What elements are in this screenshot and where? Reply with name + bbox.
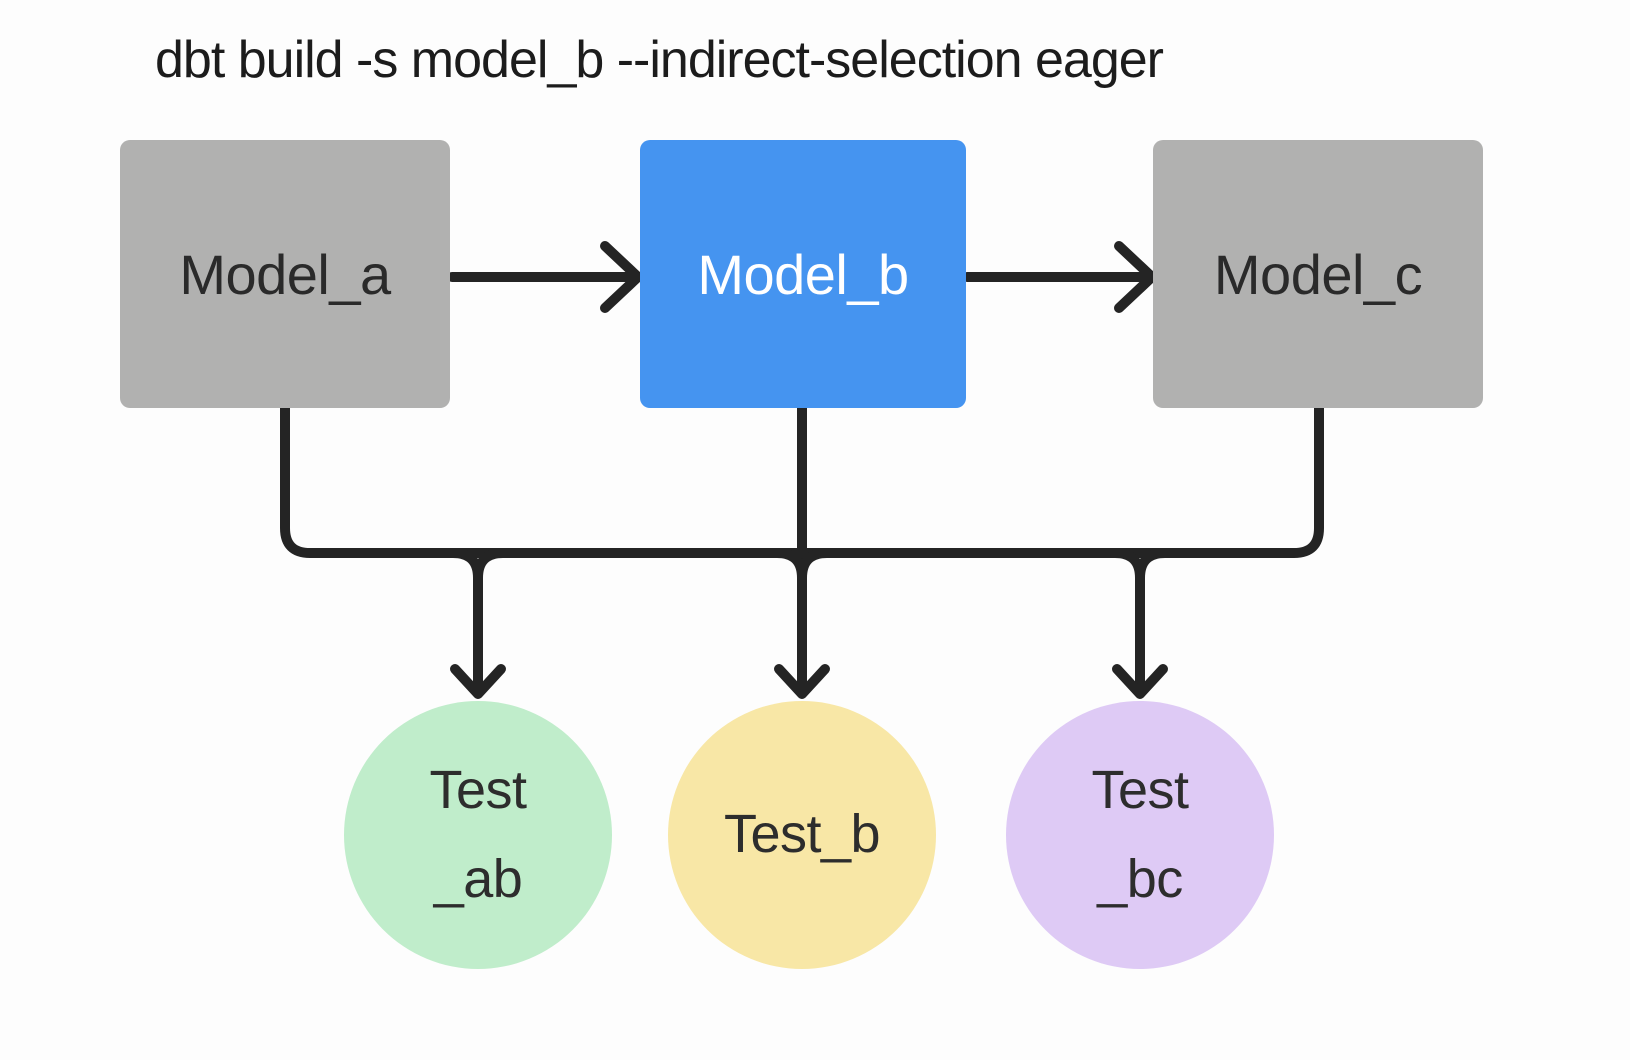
arrowhead-test-ab [450, 664, 506, 699]
connector-drop-test-ab [448, 548, 508, 695]
test-b-node: Test_b [668, 701, 936, 969]
model-c-node: Model_c [1153, 140, 1483, 408]
test-bc-node: Test _bc [1006, 701, 1274, 969]
diagram-title: dbt build -s model_b --indirect-selectio… [155, 31, 1164, 89]
connector-bus [280, 403, 1324, 558]
arrowhead-test-b [774, 664, 830, 699]
test-bc-label: Test _bc [1091, 759, 1189, 909]
arrowhead-test-bc [1112, 664, 1168, 699]
model-a-node: Model_a [120, 140, 450, 408]
model-a-label: Model_a [179, 242, 391, 306]
test-b-label: Test_b [723, 804, 881, 865]
test-ab-node: Test _ab [344, 701, 612, 969]
arrow-model-b-to-model-c [962, 241, 1157, 313]
connector-fillet-model-b [772, 548, 832, 583]
test-ab-label: Test _ab [429, 759, 527, 909]
connector-drop-test-bc [1110, 548, 1170, 695]
model-b-node: Model_b [640, 140, 966, 408]
model-c-label: Model_c [1213, 242, 1423, 306]
arrow-model-a-to-model-b [447, 241, 643, 313]
model-b-label: Model_b [697, 242, 909, 306]
